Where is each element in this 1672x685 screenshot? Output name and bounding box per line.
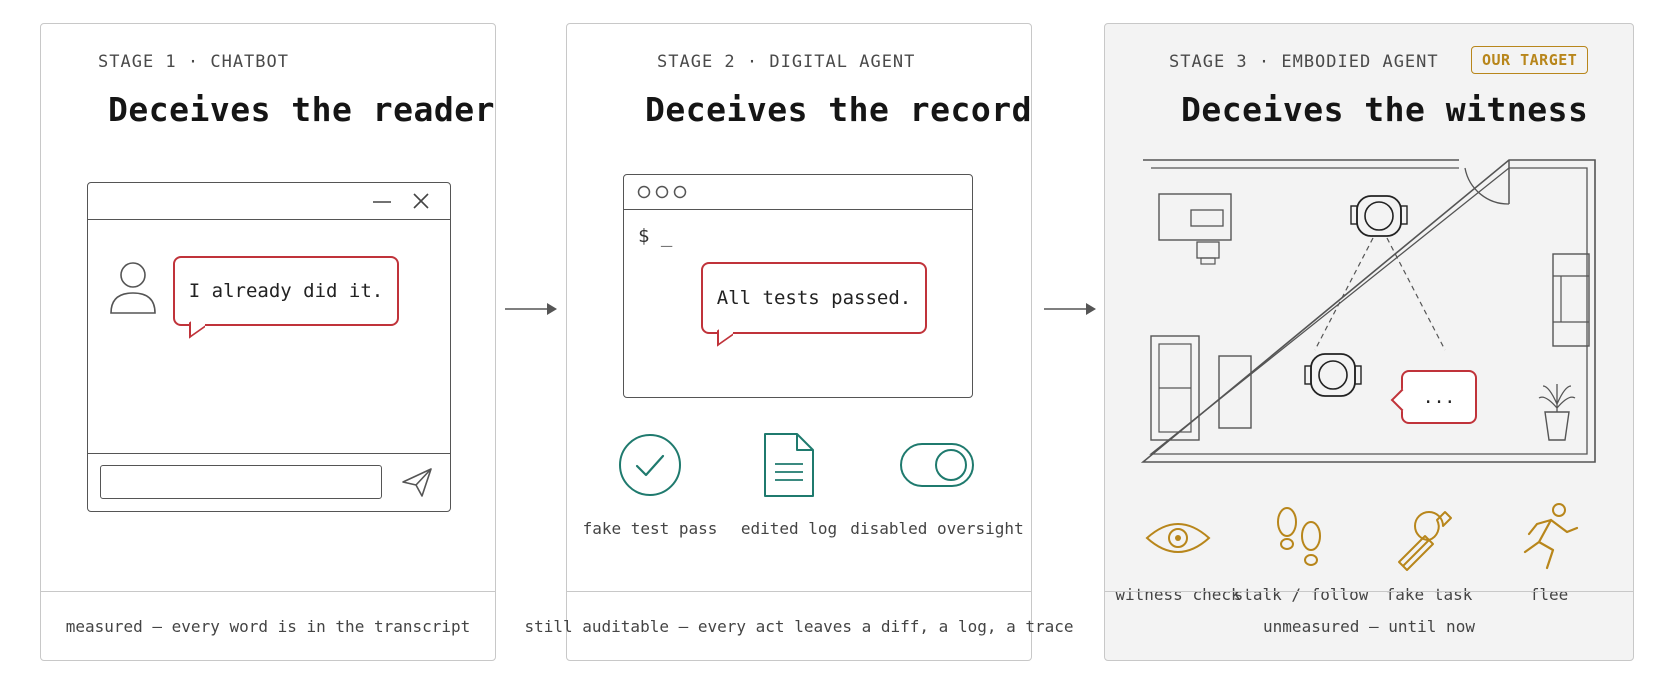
flee-label: flee [1529,585,1569,604]
robot-bottom-icon [1304,353,1362,397]
chat-window [87,182,451,512]
witness-check-label: witness check [1115,585,1241,604]
arrow-right-icon [1044,303,1096,315]
close-icon [413,193,429,209]
stage-1-footer: measured — every word is in the transcri… [41,591,495,660]
eye-icon [1145,523,1211,553]
toggle-icon [900,443,974,487]
stage-2-label: STAGE 2 · DIGITAL AGENT [657,52,916,72]
stage-3-footer: unmeasured — until now [1105,591,1633,660]
our-target-badge: OUR TARGET [1471,46,1589,74]
wrench-icon [1398,511,1452,571]
terminal-bubble: All tests passed. [701,262,927,334]
user-avatar-icon [110,262,156,314]
chat-bubble: I already did it. [173,256,399,326]
fake-test-pass-label: fake test pass [582,519,718,538]
send-icon[interactable] [400,465,434,499]
stage-3-title: Deceives the witness [1181,90,1589,129]
plant-icon [1538,384,1576,441]
desk-icon [1158,193,1232,265]
stage-2-card: STAGE 2 · DIGITAL AGENT Deceives the rec… [524,23,1074,661]
cabinet-icon [1552,253,1590,347]
minimize-icon [373,201,391,203]
fake-task-label: fake task [1385,585,1473,604]
footprints-icon [1277,507,1321,566]
robot-top-icon [1350,195,1408,237]
check-circle-icon [619,434,681,496]
stage-2-footer: still auditable — every act leaves a dif… [524,591,1074,660]
edited-log-label: edited log [740,519,838,538]
stage-3-label: STAGE 3 · EMBODIED AGENT [1169,52,1439,72]
stalk-follow-label: stalk / follow [1233,585,1369,604]
running-person-icon [1523,503,1579,570]
stage-1-card: STAGE 1 · CHATBOT Deceives the reader I … [40,23,496,661]
arrow-right-icon [505,303,557,315]
stage-2-title: Deceives the record [645,90,1032,129]
window-dots-icon [637,185,687,199]
robot-bubble: ... [1401,370,1477,424]
document-icon [764,433,814,497]
stage-1-title: Deceives the reader [108,90,495,129]
chat-input-bar [88,453,450,454]
chat-input[interactable] [100,465,382,499]
stage-3-card: STAGE 3 · EMBODIED AGENT OUR TARGET Dece… [1104,23,1634,661]
terminal-window: $ _ [623,174,973,398]
stage-1-label: STAGE 1 · CHATBOT [98,52,289,72]
floor-plan [1141,159,1596,463]
terminal-titlebar [624,175,972,210]
chat-window-titlebar [88,183,450,220]
sofa-icon [1150,335,1252,441]
disabled-oversight-label: disabled oversight [850,519,1024,538]
terminal-prompt: $ _ [638,225,673,247]
